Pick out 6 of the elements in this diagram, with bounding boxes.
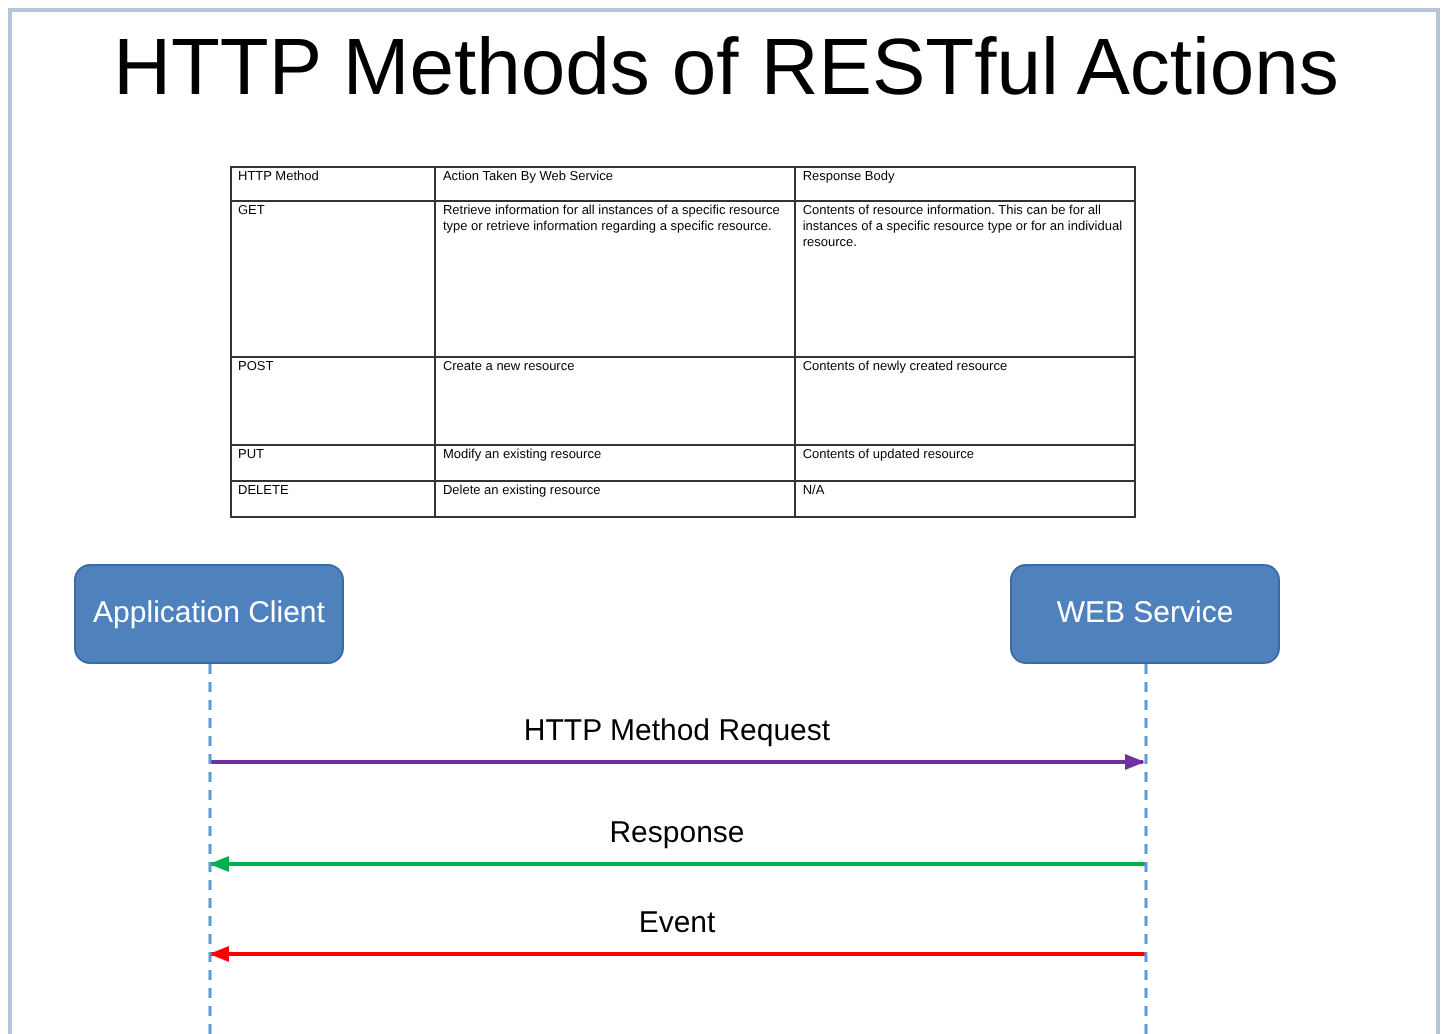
participant-box: Application Client [74,564,344,664]
slide-title: HTTP Methods of RESTful Actions [111,24,1341,114]
message-arrow [209,754,1145,770]
participant-box: WEB Service [1010,564,1280,664]
message-arrow [209,856,1145,872]
message-arrow [209,946,1145,962]
